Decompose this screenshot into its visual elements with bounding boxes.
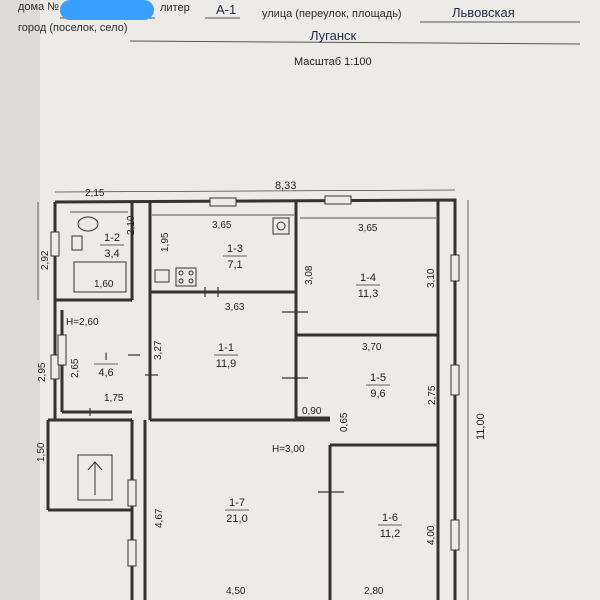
- room-1-4: 1-4 11,3: [356, 272, 380, 300]
- litera-label: литер: [160, 2, 190, 14]
- dimension-labels: 2,15 2,92 2,10 1,60 3,65 1,95 3,65 3,08 3,10 3,63…: [36, 188, 438, 597]
- street-label: улица (переулок, площадь): [262, 8, 402, 20]
- room-id: 1-2: [104, 232, 120, 244]
- height-label: H=2,60: [66, 317, 99, 328]
- room-1-6: 1-6 11,2: [378, 512, 402, 540]
- dimension-label: 2,15: [85, 188, 105, 199]
- dimension-label: 1,95: [160, 232, 171, 252]
- room-id: 1-3: [227, 243, 243, 255]
- room-id: 1-1: [218, 342, 234, 354]
- room-area: 9,6: [370, 388, 385, 400]
- dimension-label: 3,63: [225, 302, 245, 313]
- height-labels: H=2,60H=3,00: [66, 317, 305, 455]
- room-area: 11,3: [358, 288, 379, 300]
- city-value: Луганск: [310, 28, 357, 43]
- entrance-icon: [77, 454, 113, 501]
- overall-width: 8,33: [275, 180, 296, 192]
- redacted-house-number: [60, 0, 154, 20]
- dimension-label: 2,80: [364, 586, 384, 597]
- house-label: дома №: [18, 1, 60, 13]
- room-area: 7,1: [227, 259, 242, 271]
- room-id: 1-7: [229, 497, 245, 509]
- boiler-icon: [272, 217, 290, 235]
- dimension-label: 2,10: [126, 215, 137, 235]
- dimension-label: 3,27: [153, 340, 164, 360]
- scale-text: Масштаб 1:100: [294, 56, 372, 68]
- sink-icon: [154, 269, 170, 283]
- toilet-icon: [77, 216, 99, 232]
- paper-shade: [0, 0, 40, 600]
- dimension-label: 2,75: [427, 385, 438, 405]
- litera-value: А-1: [216, 2, 237, 17]
- room-area: 11,2: [380, 528, 401, 540]
- room-area: 21,0: [226, 513, 247, 525]
- dimension-label: 1,50: [36, 442, 47, 462]
- dimension-label: 3,65: [212, 220, 232, 231]
- room-1-7: 1-7 21,0: [225, 497, 249, 525]
- dimension-label: 4,50: [226, 586, 246, 597]
- dimension-label: 4,67: [154, 508, 165, 528]
- dimension-label: 2,65: [70, 358, 81, 378]
- room-id: 1-5: [370, 372, 386, 384]
- dimension-label: 1,75: [104, 393, 124, 404]
- dimension-label: 3,10: [426, 268, 437, 288]
- dimension-label: 2,92: [40, 250, 51, 270]
- inner-wall-lines: [70, 211, 436, 219]
- dimension-label: 3,65: [358, 223, 378, 234]
- dimension-lines: [37, 189, 469, 600]
- room-id: 1-4: [360, 272, 376, 284]
- overall-height: 11,00: [475, 413, 487, 440]
- room-I: I 4,6: [94, 351, 118, 379]
- dimension-label: 1,60: [94, 279, 114, 290]
- bath-icon: [73, 261, 127, 293]
- city-label: город (поселок, село): [18, 22, 128, 34]
- room-id: 1-6: [382, 512, 398, 524]
- room-1-5: 1-59,6: [366, 372, 390, 400]
- room-1-1: 1-1 11,9: [214, 342, 238, 370]
- doors: [89, 287, 344, 493]
- room-1-2: 1-23,4: [100, 232, 124, 260]
- dimension-label: 2,95: [37, 362, 48, 382]
- dimension-label: 0,65: [339, 412, 350, 432]
- room-1-3: 1-37,1: [223, 243, 247, 271]
- room-area: 11,9: [216, 358, 237, 370]
- room-area: 4,6: [98, 367, 113, 379]
- walls: [46, 198, 457, 600]
- fixtures: [71, 216, 290, 501]
- height-label: H=3,00: [272, 444, 305, 455]
- windows: [50, 195, 460, 567]
- street-value: Львовская: [452, 5, 515, 20]
- room-area: 3,4: [104, 248, 119, 260]
- room-id: I: [104, 351, 107, 363]
- dimension-label: 3,70: [362, 342, 382, 353]
- dimension-label: 0,90: [302, 406, 322, 417]
- dimension-label: 3,08: [304, 265, 315, 285]
- stove-icon: [175, 267, 197, 287]
- dimension-label: 4,00: [426, 525, 437, 545]
